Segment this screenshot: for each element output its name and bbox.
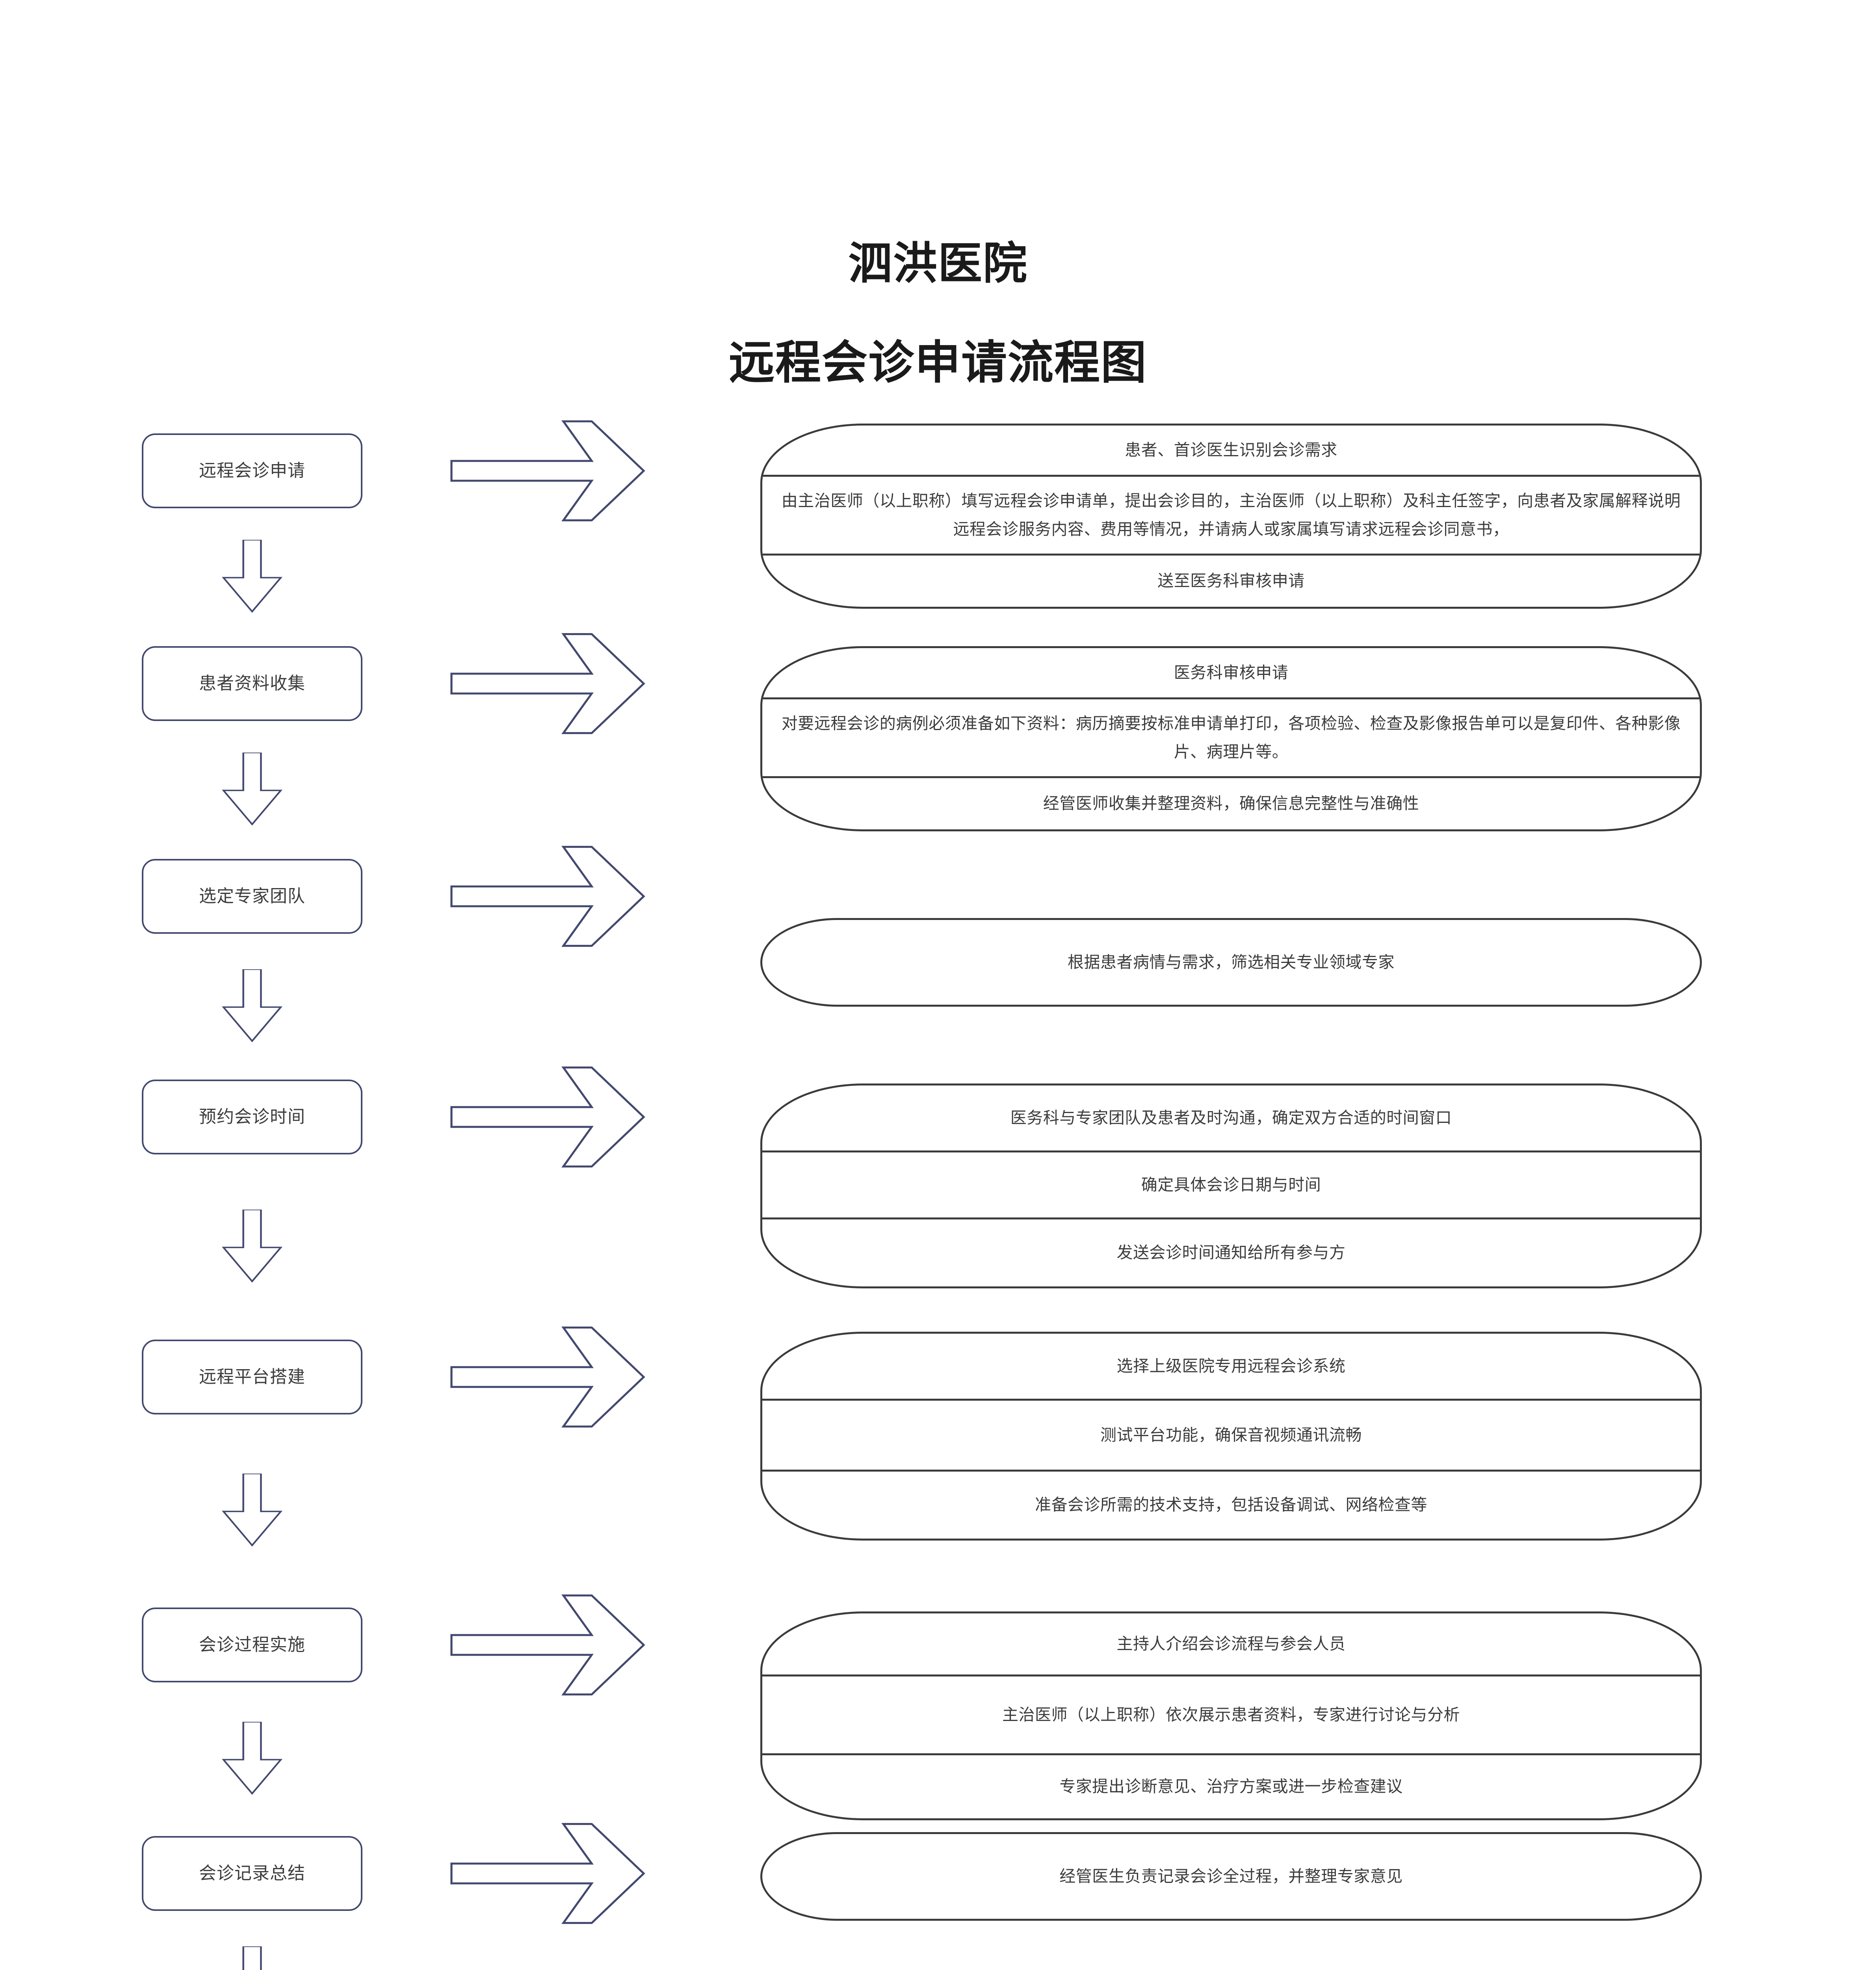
detail-line: 医务科与专家团队及患者及时沟通，确定双方合适的时间窗口: [762, 1085, 1700, 1152]
detail-text: 医务科与专家团队及患者及时沟通，确定双方合适的时间窗口: [1010, 1108, 1452, 1127]
down-arrow-icon: [219, 1722, 285, 1797]
detail-text: 专家提出诊断意见、治疗方案或进一步检查建议: [1059, 1777, 1403, 1796]
detail-text: 经管医师收集并整理资料，确保信息完整性与准确性: [1043, 794, 1419, 813]
detail-text: 送至医务科审核申请: [1157, 572, 1305, 590]
detail-text: 对要远程会诊的病例必须准备如下资料：病历摘要按标准申请单打印，各项检验、检查及影…: [781, 714, 1681, 761]
detail-line: 经管医师收集并整理资料，确保信息完整性与准确性: [762, 778, 1700, 829]
detail-line: 对要远程会诊的病例必须准备如下资料：病历摘要按标准申请单打印，各项检验、检查及影…: [762, 699, 1700, 778]
detail-text: 由主治医师（以上职称）填写远程会诊申请单，提出会诊目的，主治医师（以上职称）及科…: [781, 491, 1681, 538]
detail-text: 主持人介绍会诊流程与参会人员: [1116, 1634, 1346, 1653]
detail-panel: 患者、首诊医生识别会诊需求由主治医师（以上职称）填写远程会诊申请单，提出会诊目的…: [760, 424, 1702, 609]
step-box[interactable]: 远程平台搭建: [142, 1340, 362, 1414]
detail-text: 确定具体会诊日期与时间: [1141, 1175, 1321, 1194]
page-subtitle: 远程会诊申请流程图: [729, 338, 1147, 388]
detail-line: 患者、首诊医生识别会诊需求: [762, 426, 1700, 477]
detail-text: 根据患者病情与需求，筛选相关专业领域专家: [1068, 953, 1395, 971]
step-label: 会诊过程实施: [199, 1635, 305, 1655]
striped-right-arrow-icon: [445, 1320, 666, 1434]
detail-line: 主治医师（以上职称）依次展示患者资料，专家进行讨论与分析: [762, 1676, 1700, 1755]
detail-panel: 经管医生负责记录会诊全过程，并整理专家意见: [760, 1832, 1702, 1921]
detail-panel: 选择上级医院专用远程会诊系统测试平台功能，确保音视频通讯流畅准备会诊所需的技术支…: [760, 1332, 1702, 1541]
down-arrow-icon: [219, 753, 285, 827]
striped-right-arrow-icon: [445, 626, 666, 741]
step-label: 远程会诊申请: [199, 461, 305, 481]
step-label: 选定专家团队: [199, 886, 305, 906]
detail-line: 由主治医师（以上职称）填写远程会诊申请单，提出会诊目的，主治医师（以上职称）及科…: [762, 477, 1700, 556]
detail-text: 经管医生负责记录会诊全过程，并整理专家意见: [1059, 1867, 1403, 1885]
detail-text: 发送会诊时间通知给所有参与方: [1116, 1243, 1346, 1262]
step-box[interactable]: 选定专家团队: [142, 859, 362, 934]
detail-text: 准备会诊所需的技术支持，包括设备调试、网络检查等: [1035, 1496, 1427, 1514]
detail-line: 医务科审核申请: [762, 648, 1700, 699]
down-arrow-icon: [219, 540, 285, 615]
striped-right-arrow-icon: [445, 1060, 666, 1174]
detail-text: 医务科审核申请: [1174, 663, 1289, 682]
detail-text: 主治医师（以上职称）依次展示患者资料，专家进行讨论与分析: [1002, 1705, 1460, 1724]
striped-right-arrow-icon: [445, 414, 666, 528]
step-label: 会诊记录总结: [199, 1864, 305, 1883]
detail-line: 发送会诊时间通知给所有参与方: [762, 1219, 1700, 1286]
detail-panel: 根据患者病情与需求，筛选相关专业领域专家: [760, 918, 1702, 1007]
page-title: 泗洪医院: [848, 240, 1028, 288]
document-header: 泗洪医院 远程会诊申请流程图: [0, 236, 1876, 392]
detail-line: 测试平台功能，确保音视频通讯流畅: [762, 1401, 1700, 1472]
detail-panel: 医务科与专家团队及患者及时沟通，确定双方合适的时间窗口确定具体会诊日期与时间发送…: [760, 1084, 1702, 1288]
striped-right-arrow-icon: [445, 1588, 666, 1702]
detail-line: 经管医生负责记录会诊全过程，并整理专家意见: [762, 1834, 1700, 1919]
step-box[interactable]: 远程会诊申请: [142, 433, 362, 508]
detail-line: 根据患者病情与需求，筛选相关专业领域专家: [762, 920, 1700, 1005]
down-arrow-icon: [219, 1946, 285, 1970]
step-label: 患者资料收集: [199, 674, 305, 693]
step-label: 远程平台搭建: [199, 1367, 305, 1387]
detail-text: 患者、首诊医生识别会诊需求: [1125, 440, 1337, 459]
detail-panel: 医务科审核申请对要远程会诊的病例必须准备如下资料：病历摘要按标准申请单打印，各项…: [760, 646, 1702, 831]
detail-line: 送至医务科审核申请: [762, 556, 1700, 607]
striped-right-arrow-icon: [445, 839, 666, 953]
detail-panel: 主持人介绍会诊流程与参会人员主治医师（以上职称）依次展示患者资料，专家进行讨论与…: [760, 1611, 1702, 1820]
detail-line: 专家提出诊断意见、治疗方案或进一步检查建议: [762, 1755, 1700, 1818]
step-box[interactable]: 会诊记录总结: [142, 1836, 362, 1911]
detail-text: 测试平台功能，确保音视频通讯流畅: [1100, 1425, 1362, 1444]
detail-line: 确定具体会诊日期与时间: [762, 1152, 1700, 1219]
down-arrow-icon: [219, 969, 285, 1044]
step-label: 预约会诊时间: [199, 1107, 305, 1127]
detail-line: 准备会诊所需的技术支持，包括设备调试、网络检查等: [762, 1472, 1700, 1539]
down-arrow-icon: [219, 1474, 285, 1548]
striped-right-arrow-icon: [445, 1816, 666, 1931]
detail-line: 主持人介绍会诊流程与参会人员: [762, 1613, 1700, 1676]
step-box[interactable]: 预约会诊时间: [142, 1080, 362, 1154]
step-box[interactable]: 患者资料收集: [142, 646, 362, 721]
step-box[interactable]: 会诊过程实施: [142, 1608, 362, 1682]
detail-text: 选择上级医院专用远程会诊系统: [1116, 1357, 1346, 1375]
down-arrow-icon: [219, 1210, 285, 1284]
detail-line: 选择上级医院专用远程会诊系统: [762, 1334, 1700, 1401]
